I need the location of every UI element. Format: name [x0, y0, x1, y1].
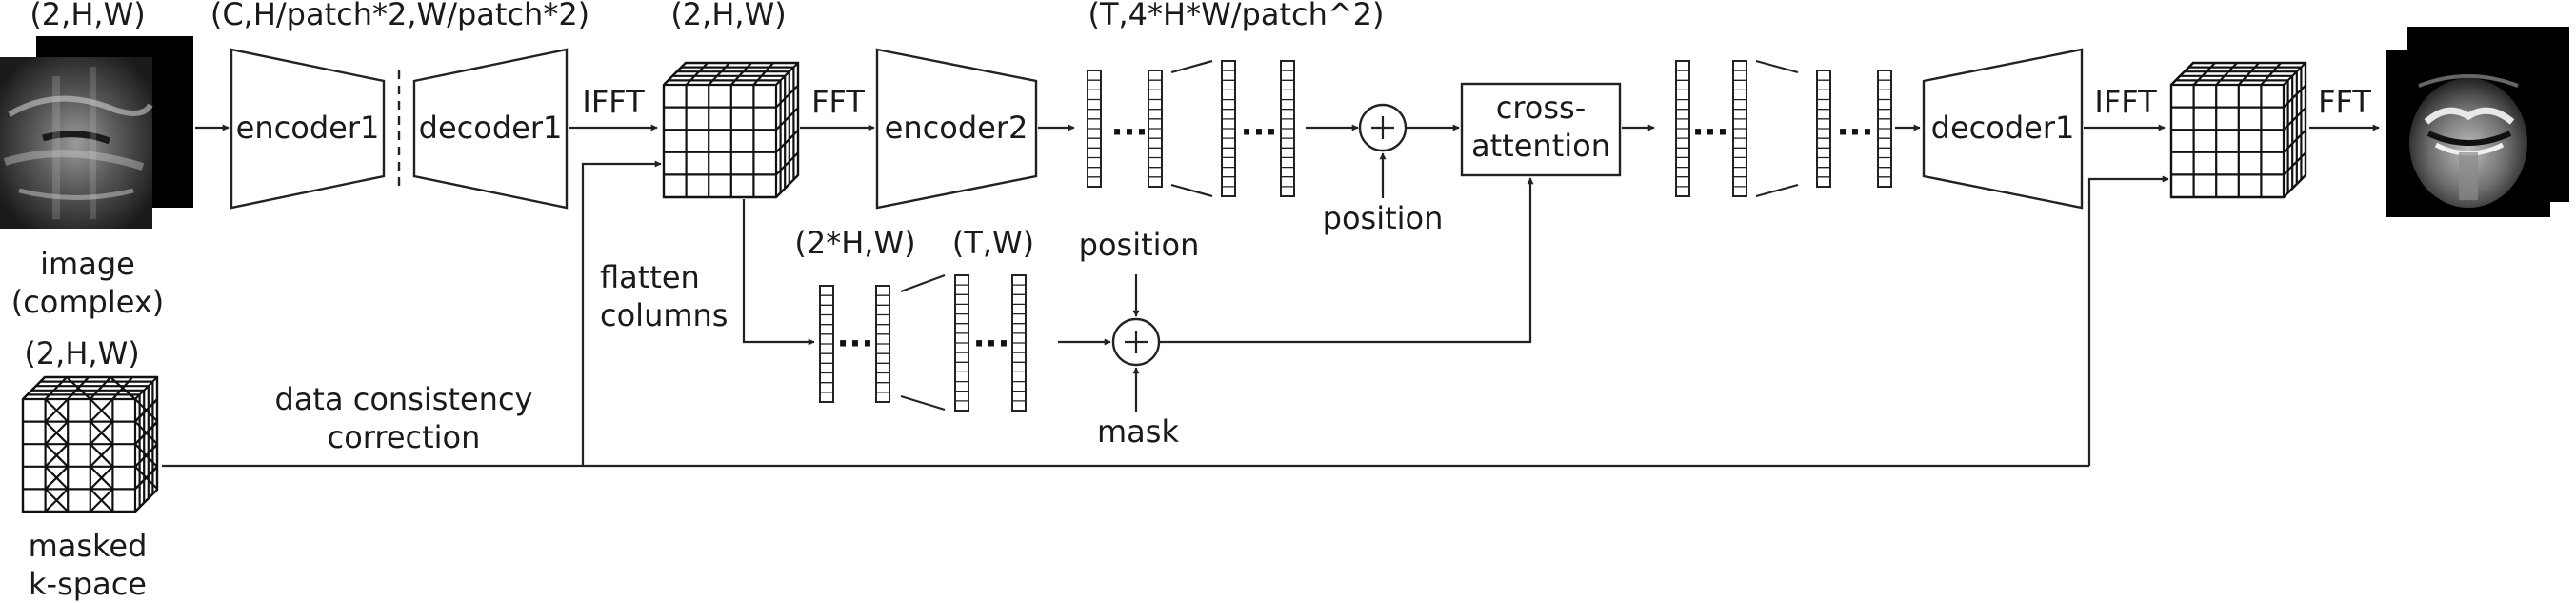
col-dims-label: (2*H,W)	[794, 225, 915, 261]
columns-label: columns	[600, 297, 728, 333]
projection-line	[901, 275, 945, 291]
token-vector	[1012, 275, 1026, 411]
tw-dims-label: (T,W)	[952, 225, 1034, 261]
token-vectors-top: ··· ···	[1088, 61, 1294, 196]
token-vector	[1817, 70, 1830, 187]
kspace-cube-icon	[2171, 63, 2306, 197]
mri-image-icon	[0, 57, 152, 229]
ellipsis: ···	[1692, 113, 1729, 151]
token-vector	[955, 275, 968, 411]
kspace1-dims-label: (2,H,W)	[670, 0, 786, 32]
image-complex-label: (complex)	[11, 284, 165, 320]
encoder1-label: encoder1	[236, 110, 380, 146]
ifft-label-1: IFFT	[582, 84, 645, 120]
cross-attention-label-2: attention	[1471, 128, 1610, 164]
token-vector	[1733, 61, 1747, 196]
ellipsis: ···	[1111, 113, 1148, 151]
fft-label-2: FFT	[2318, 84, 2371, 120]
arrow-dc-to-cube2	[2089, 179, 2168, 466]
projection-line	[901, 396, 945, 410]
ellipsis: ···	[1241, 113, 1278, 151]
mask-label: mask	[1097, 413, 1179, 450]
token-vectors-output: ··· ···	[1676, 61, 1891, 196]
projection-line	[1171, 185, 1212, 196]
position-label-1: position	[1323, 200, 1444, 236]
output-image-stack	[2386, 27, 2569, 217]
cross-attention-label-1: cross-	[1496, 90, 1587, 126]
ellipsis: ···	[1837, 113, 1874, 151]
decoder1-label-a: decoder1	[419, 110, 563, 146]
token-vector	[1148, 70, 1162, 187]
data-consistency-label: data consistency	[275, 381, 533, 417]
latent-dims-label: (C,H/patch*2,W/patch*2)	[210, 0, 589, 32]
image-label: image	[40, 246, 135, 282]
kspace-label: k-space	[29, 566, 147, 602]
flatten-label: flatten	[600, 259, 700, 295]
projection-line	[1171, 61, 1212, 72]
ifft-label-2: IFFT	[2094, 84, 2157, 120]
token-vector	[1878, 70, 1891, 187]
token-vector	[820, 286, 833, 402]
kspace-cube-icon	[664, 63, 798, 197]
plus-circle-icon	[1360, 105, 1406, 151]
token-vector	[1088, 70, 1101, 187]
tokens-dims-label: (T,4*H*W/patch^2)	[1088, 0, 1384, 32]
position-label-2: position	[1079, 227, 1200, 263]
ellipsis: ···	[837, 325, 874, 363]
fft-label-1: FFT	[811, 84, 865, 120]
arrow-cube-to-columns	[744, 199, 814, 342]
masked-dims-label: (2,H,W)	[24, 335, 139, 372]
input-dims-label: (2,H,W)	[30, 0, 145, 32]
column-vectors: ··· ···	[820, 275, 1026, 411]
correction-label: correction	[328, 419, 481, 455]
decoder1-label-b: decoder1	[1931, 110, 2075, 146]
projection-line	[1756, 61, 1798, 72]
ellipsis: ···	[973, 325, 1010, 363]
masked-kspace-icon	[23, 377, 157, 512]
projection-line	[1756, 185, 1798, 196]
masked-label: masked	[29, 528, 148, 564]
token-vector	[1222, 61, 1235, 196]
token-vector	[1676, 61, 1689, 196]
token-vector	[1281, 61, 1294, 196]
token-vector	[876, 286, 889, 402]
encoder2-label: encoder2	[885, 110, 1028, 146]
plus-circle-icon	[1113, 319, 1159, 365]
input-image-stack	[0, 36, 193, 229]
